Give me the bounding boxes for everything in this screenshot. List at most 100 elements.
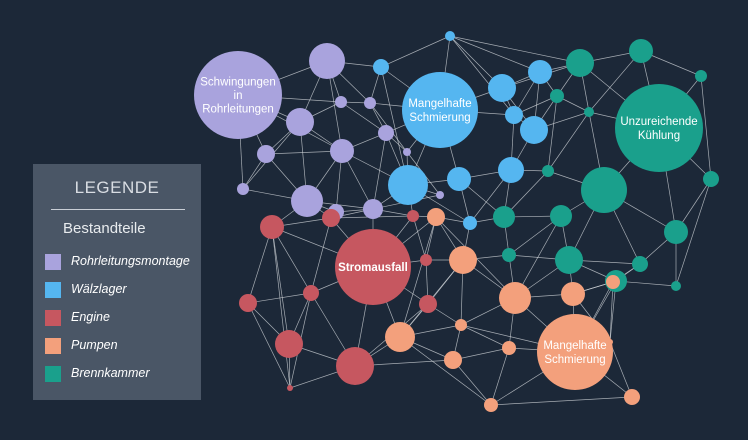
- hub-label-line: Mangelhafte: [408, 98, 471, 110]
- node-wael: [505, 106, 523, 124]
- node-engine: [420, 254, 432, 266]
- node-wael: [463, 216, 477, 230]
- hub-node-brenn: [615, 84, 703, 172]
- node-brenn: [550, 205, 572, 227]
- node-rohr: [257, 145, 275, 163]
- hub-label-engine: Stromausfall: [338, 262, 408, 274]
- hub-node-rohr: [194, 51, 282, 139]
- node-pump: [606, 275, 620, 289]
- node-brenn: [703, 171, 719, 187]
- hub-node-engine: [335, 229, 411, 305]
- edge: [609, 281, 614, 343]
- node-engine: [239, 294, 257, 312]
- node-brenn: [581, 167, 627, 213]
- edge: [490, 347, 510, 406]
- node-pump: [499, 282, 531, 314]
- node-engine: [287, 385, 293, 391]
- hub-label-line: Rohrleitungen: [202, 104, 274, 116]
- edge: [380, 35, 451, 68]
- node-brenn: [695, 70, 707, 82]
- hub-label-line: Stromausfall: [338, 262, 408, 274]
- legend-swatch: [45, 366, 61, 382]
- node-engine: [322, 209, 340, 227]
- hub-node-wael: [402, 72, 478, 148]
- legend-item-label: Wälzlager: [71, 282, 127, 296]
- hub-label-line: in: [234, 90, 243, 102]
- node-engine: [303, 285, 319, 301]
- node-engine: [336, 347, 374, 385]
- edge: [247, 292, 312, 304]
- hub-label-line: Mangelhafte: [543, 340, 606, 352]
- node-brenn: [502, 248, 516, 262]
- hub-node-pump: [537, 314, 613, 390]
- edge: [271, 226, 312, 294]
- node-pump: [385, 322, 415, 352]
- node-wael: [498, 157, 524, 183]
- node-rohr: [378, 125, 394, 141]
- node-pump: [502, 341, 516, 355]
- edge: [449, 35, 581, 64]
- edge: [588, 50, 642, 113]
- node-engine: [275, 330, 303, 358]
- node-brenn: [550, 89, 564, 103]
- node-wael: [520, 116, 548, 144]
- legend-subtitle: Bestandteile: [63, 220, 146, 237]
- node-brenn: [555, 246, 583, 274]
- node-pump: [455, 319, 467, 331]
- edge: [399, 336, 492, 406]
- legend-swatch: [45, 338, 61, 354]
- edge: [412, 215, 427, 261]
- node-rohr: [403, 148, 411, 156]
- legend-item-label: Rohrleitungsmontage: [71, 254, 190, 268]
- node-pump: [607, 339, 613, 345]
- node-rohr: [364, 97, 376, 109]
- hub-label-line: Schmierung: [544, 354, 605, 366]
- node-rohr: [436, 191, 444, 199]
- edge: [460, 324, 510, 349]
- node-wael: [388, 165, 428, 205]
- node-pump: [484, 398, 498, 412]
- edge: [265, 150, 343, 155]
- node-wael: [445, 31, 455, 41]
- legend-panel: LEGENDE Bestandteile Rohrleitungsmontage…: [33, 164, 201, 400]
- node-brenn: [664, 220, 688, 244]
- hub-label-line: Schmierung: [409, 112, 470, 124]
- node-rohr: [291, 185, 323, 217]
- legend-swatch: [45, 254, 61, 270]
- nodes-layer: [194, 31, 719, 412]
- edge: [449, 35, 541, 73]
- node-engine: [419, 295, 437, 313]
- hub-label-line: Unzureichende: [620, 116, 697, 128]
- node-pump: [561, 282, 585, 306]
- edge: [247, 226, 273, 304]
- node-engine: [407, 210, 419, 222]
- hub-label-line: Kühlung: [638, 130, 680, 142]
- node-brenn: [493, 206, 515, 228]
- legend-divider: [51, 209, 185, 210]
- edge: [271, 226, 290, 345]
- node-pump: [624, 389, 640, 405]
- legend-item-label: Pumpen: [71, 338, 118, 352]
- node-rohr: [237, 183, 249, 195]
- legend-item-label: Engine: [71, 310, 110, 324]
- node-wael: [447, 167, 471, 191]
- node-rohr: [330, 139, 354, 163]
- node-brenn: [629, 39, 653, 63]
- node-brenn: [584, 107, 594, 117]
- hub-label-line: Schwingungen: [200, 77, 275, 89]
- legend-swatch: [45, 310, 61, 326]
- node-pump: [444, 351, 462, 369]
- edge: [271, 226, 291, 389]
- edge: [452, 359, 492, 406]
- node-brenn: [566, 49, 594, 77]
- node-brenn: [542, 165, 554, 177]
- node-engine: [260, 215, 284, 239]
- edge: [399, 216, 437, 338]
- edge: [609, 341, 633, 398]
